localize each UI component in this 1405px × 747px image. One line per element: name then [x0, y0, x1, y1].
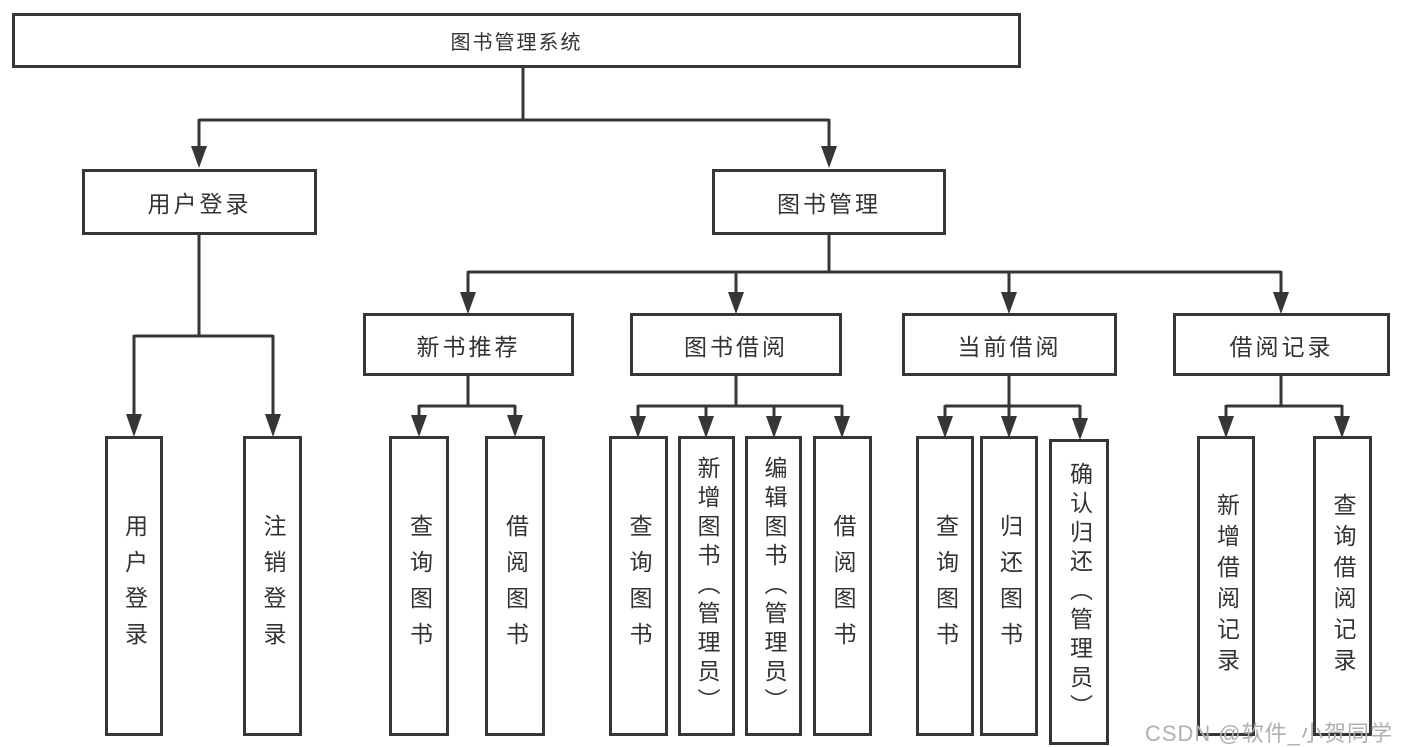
csdn-watermark: CSDN @软件_小贺同学	[1144, 721, 1393, 746]
leaf-add-book-admin: 新增图书（管理员）	[678, 436, 735, 736]
node-root-library-system: 图书管理系统	[12, 13, 1021, 68]
arrowhead	[1072, 418, 1088, 440]
node-new-book-recommend: 新书推荐	[363, 313, 574, 376]
leaf-user-login: 用户登录	[105, 436, 163, 736]
node-current-borrow: 当前借阅	[902, 313, 1117, 376]
arrowhead	[698, 416, 714, 438]
leaf-borrow-books: 借阅图书	[813, 436, 872, 736]
leaf-borrow-books-recommend: 借阅图书	[485, 436, 545, 736]
leaf-query-books-borrow: 查询图书	[609, 436, 668, 736]
arrowhead	[507, 415, 523, 437]
node-book-management: 图书管理	[712, 169, 946, 235]
leaf-query-books-recommend: 查询图书	[389, 436, 449, 736]
arrowhead	[460, 292, 476, 314]
arrowhead	[1001, 416, 1017, 438]
arrowhead	[834, 416, 850, 438]
leaf-logout: 注销登录	[243, 436, 302, 736]
arrowhead	[191, 146, 207, 168]
arrowhead	[265, 414, 281, 437]
leaf-query-borrow-record: 查询借阅记录	[1313, 436, 1372, 736]
leaf-edit-book-admin: 编辑图书（管理员）	[745, 436, 802, 736]
arrowhead	[766, 416, 782, 438]
arrowhead	[411, 415, 427, 437]
node-borrow-record: 借阅记录	[1173, 313, 1390, 376]
arrowhead	[126, 414, 142, 437]
arrowhead	[1334, 416, 1350, 438]
leaf-query-books-current: 查询图书	[916, 436, 974, 736]
node-user-login-group: 用户登录	[82, 169, 317, 235]
arrowhead	[728, 292, 744, 314]
leaf-return-books: 归还图书	[980, 436, 1038, 736]
arrowhead	[1273, 292, 1289, 314]
node-book-borrow: 图书借阅	[630, 313, 842, 376]
arrowhead	[1218, 416, 1234, 438]
arrowhead	[821, 146, 837, 168]
arrowhead	[630, 416, 646, 438]
leaf-add-borrow-record: 新增借阅记录	[1197, 436, 1255, 736]
arrowhead	[937, 416, 953, 438]
leaf-confirm-return-admin: 确认归还（管理员）	[1049, 439, 1109, 745]
arrowhead	[1001, 292, 1017, 314]
